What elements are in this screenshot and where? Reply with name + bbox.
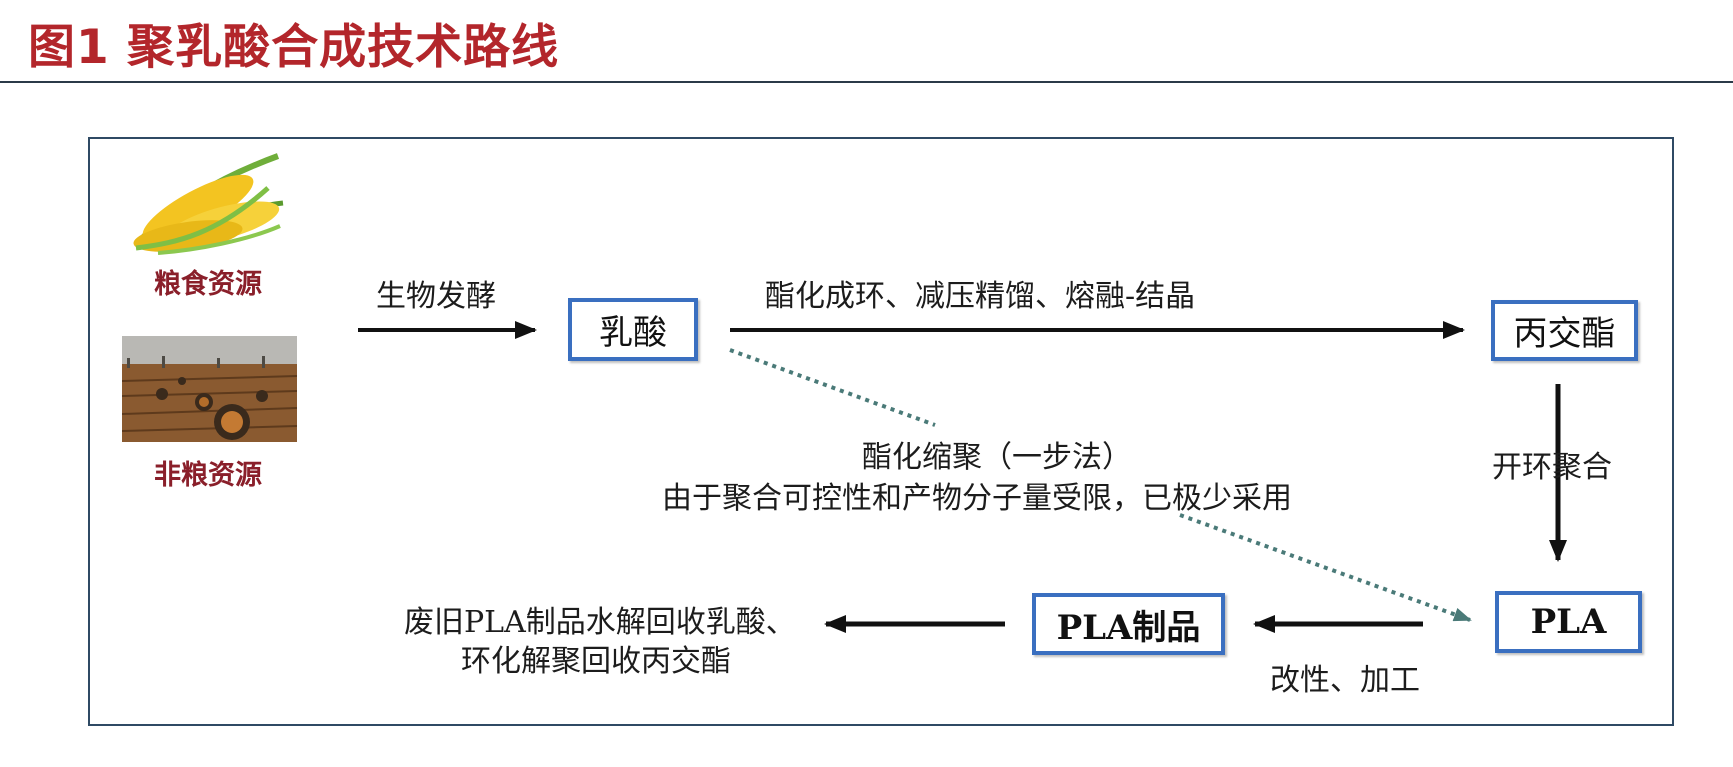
label-lactic-to-lactide: 酯化成环、减压精馏、熔融-结晶	[765, 271, 1195, 315]
label-direct-note: 由于聚合可控性和产物分子量受限，已极少采用	[662, 473, 1292, 517]
straw-bales-field-image	[122, 336, 297, 442]
node-pla-products: PLA制品	[1032, 593, 1225, 655]
label-recycle-line2: 环化解聚回收丙交酯	[461, 636, 731, 680]
non-grain-source-label: 非粮资源	[108, 453, 308, 492]
grain-source-label: 粮食资源	[108, 262, 308, 301]
node-lactide: 丙交酯	[1491, 300, 1638, 361]
label-recycle-line1: 废旧PLA制品水解回收乳酸、	[404, 597, 796, 641]
label-direct-title: 酯化缩聚（一步法）	[862, 432, 1132, 476]
node-pla: PLA	[1495, 591, 1642, 653]
node-lactic-acid: 乳酸	[568, 298, 698, 361]
label-modification: 改性、加工	[1270, 655, 1420, 699]
corn-image	[128, 148, 286, 258]
label-ring-opening: 开环聚合	[1492, 442, 1612, 486]
label-fermentation: 生物发酵	[376, 271, 496, 315]
arrow-direct-polycondensation	[730, 350, 935, 425]
